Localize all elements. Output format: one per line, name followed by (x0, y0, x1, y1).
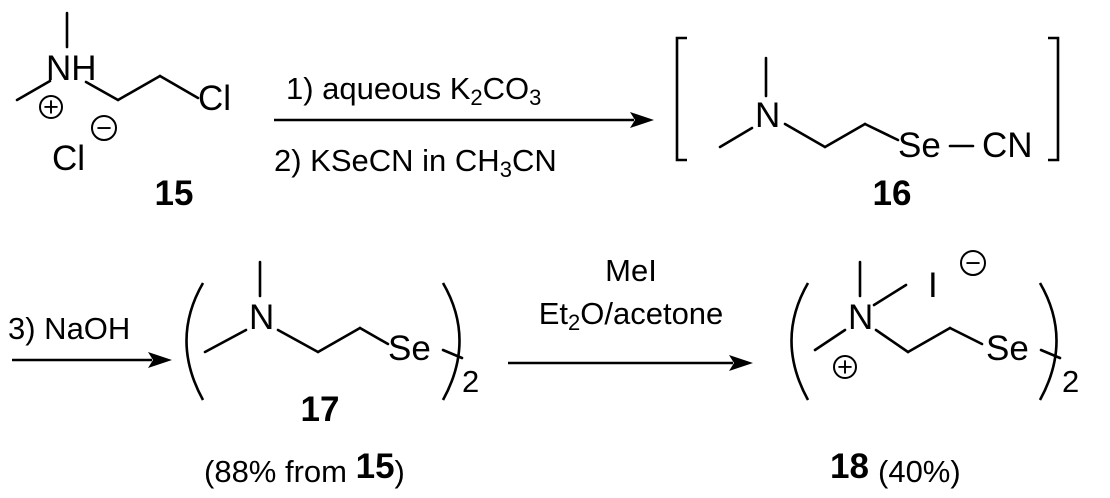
cation-charge: + (39, 92, 63, 122)
paren-left (790, 282, 810, 401)
svg-text:−: − (96, 113, 112, 143)
paren-left (185, 282, 205, 401)
step4-reagent: MeI (605, 253, 657, 288)
bond-n-methyl-right (872, 283, 908, 307)
compound-17-yield: (88% from 15) (204, 447, 405, 489)
atom-iodide: I (928, 266, 938, 305)
bracket-right (1048, 36, 1060, 162)
bond-ch2-se (358, 326, 390, 346)
bond-ch2-ch2 (316, 326, 362, 354)
bond-n-ch2 (84, 80, 120, 102)
bond-n-methyl-left (718, 126, 754, 149)
arrow-head-1 (630, 112, 654, 128)
reaction-arrow-3: MeI Et2O/acetone (508, 253, 753, 371)
compound-18-yield: (40%) (878, 454, 961, 489)
bond-ch2-ch2 (116, 74, 162, 102)
compound-18-label: 18 (830, 447, 869, 486)
atom-nitrogen: N (848, 298, 873, 337)
dimer-multiplier: 2 (1062, 364, 1079, 399)
atom-nitrogen: N (249, 298, 274, 337)
bond-ch2-se (863, 122, 900, 142)
atom-selenium: Se (388, 329, 431, 368)
compound-16-label: 16 (873, 174, 912, 213)
compound-16: N Se CN 16 (675, 36, 1060, 213)
bond-ch2-se (948, 326, 984, 346)
arrow-head-2 (148, 352, 172, 368)
step1-conditions: 1) aqueous K2CO3 (286, 71, 541, 110)
bond-ch2-ch2 (823, 122, 867, 149)
dimer-multiplier: 2 (462, 364, 479, 399)
compound-17-label: 17 (301, 390, 340, 429)
bond-se-se (1039, 348, 1062, 360)
atom-selenium: Se (898, 126, 941, 165)
step2-conditions: 2) KSeCN in CH3CN (274, 143, 557, 182)
svg-text:+: + (837, 352, 853, 382)
compound-15: NH Cl + Cl − 15 (15, 11, 231, 213)
bracket-left (675, 36, 687, 162)
step4-solvent: Et2O/acetone (539, 296, 724, 335)
bond-ch2-ch2 (906, 326, 952, 354)
bond-n-methyl-left (15, 79, 52, 102)
bond-ch2-cl (158, 74, 200, 100)
bond-n-ch2 (783, 122, 827, 149)
bond-n-methyl-left (813, 328, 847, 352)
atom-selenium: Se (986, 329, 1029, 368)
anion-charge: − (91, 113, 117, 143)
atom-chlorine: Cl (198, 79, 231, 118)
atom-counterion-chloride: Cl (52, 139, 85, 178)
anion-charge: − (960, 248, 986, 278)
svg-text:+: + (43, 92, 59, 122)
bond-n-ch2 (874, 328, 910, 354)
atom-nitrile: CN (982, 126, 1033, 165)
reaction-arrow-1: 1) aqueous K2CO3 2) KSeCN in CH3CN (274, 71, 654, 182)
compound-15-label: 15 (155, 174, 194, 213)
bond-n-methyl-left (203, 328, 248, 354)
step3-conditions: 3) NaOH (8, 311, 130, 346)
arrow-head-3 (729, 355, 753, 371)
compound-17: N Se 2 17 (88% from 15) (185, 260, 479, 489)
reaction-arrow-2: 3) NaOH (8, 311, 172, 368)
compound-18: N + I − Se 2 18 (40%) (790, 248, 1079, 489)
bond-n-ch2 (276, 328, 320, 354)
paren-right (1038, 282, 1058, 401)
cation-charge: + (833, 352, 857, 382)
paren-right (441, 282, 461, 401)
atom-nh: NH (46, 49, 97, 88)
svg-text:−: − (965, 248, 981, 278)
atom-nitrogen: N (755, 96, 780, 135)
